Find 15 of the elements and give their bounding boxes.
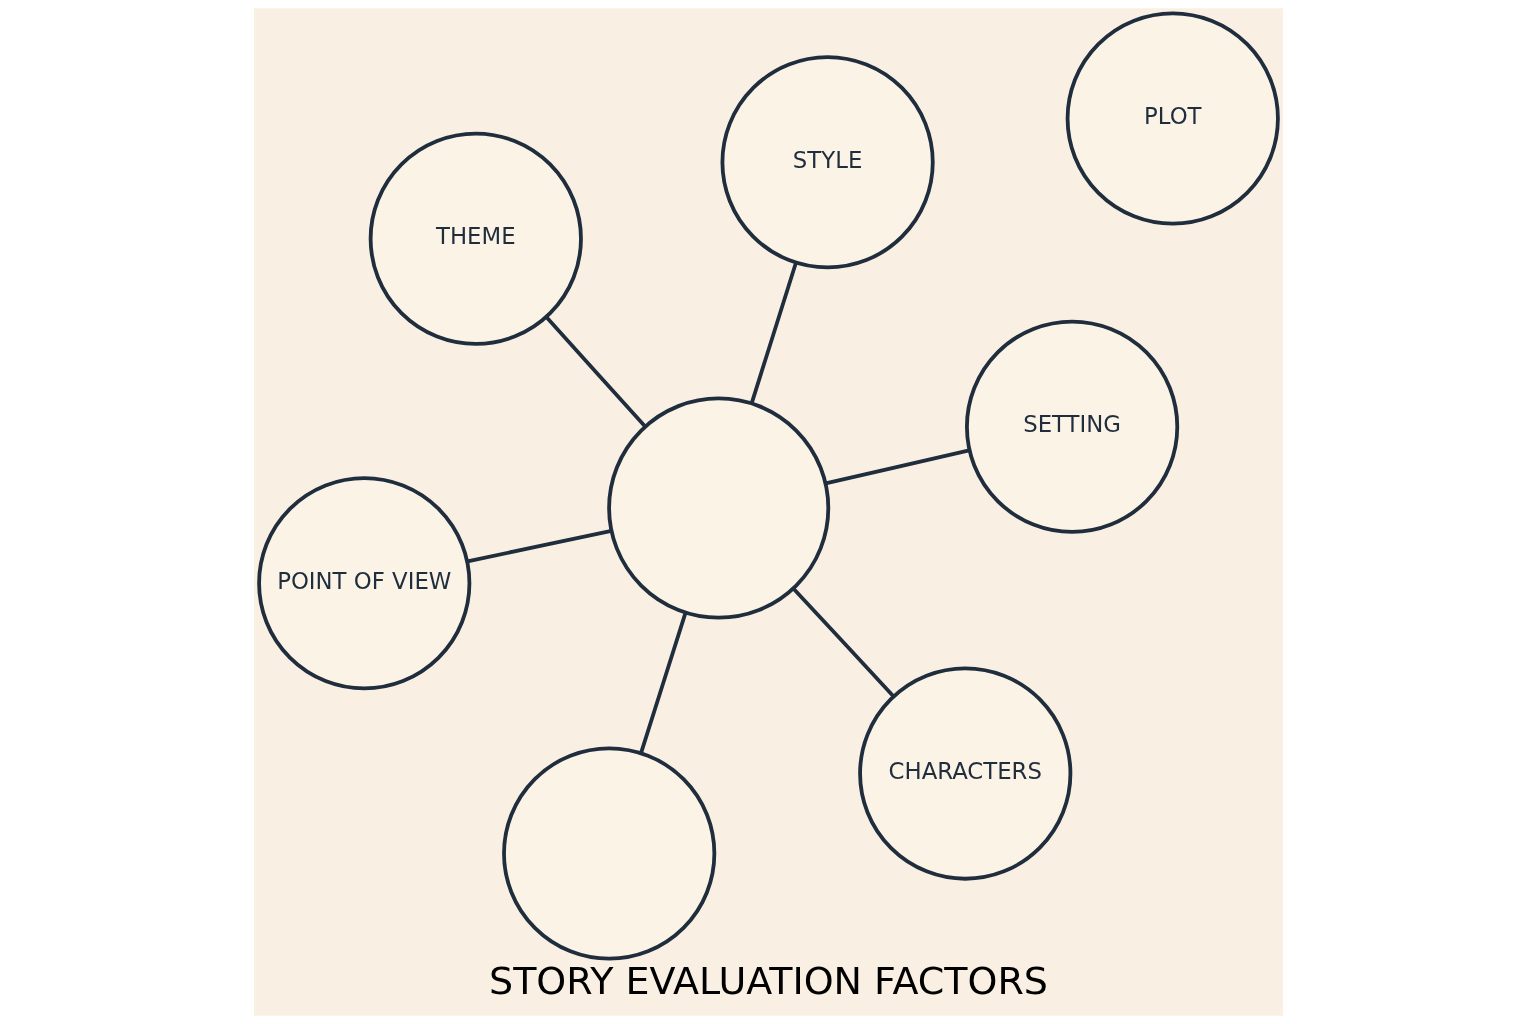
connector <box>824 448 970 486</box>
node-circle: PLOT <box>1065 11 1280 226</box>
connector <box>544 315 647 428</box>
node-circle <box>501 746 716 961</box>
node-circle: POINT OF VIEW <box>256 476 471 691</box>
connector <box>638 612 687 754</box>
connector <box>466 528 612 564</box>
diagram-title: STORY EVALUATION FACTORS <box>488 959 1048 1004</box>
connector <box>791 587 895 698</box>
node-circle: THEME <box>368 131 583 346</box>
node-circle: CHARACTERS <box>857 666 1072 881</box>
node-circle: STYLE <box>720 55 935 270</box>
node-circle <box>606 396 830 620</box>
node-circle: SETTING <box>964 319 1179 534</box>
connector <box>749 262 798 404</box>
